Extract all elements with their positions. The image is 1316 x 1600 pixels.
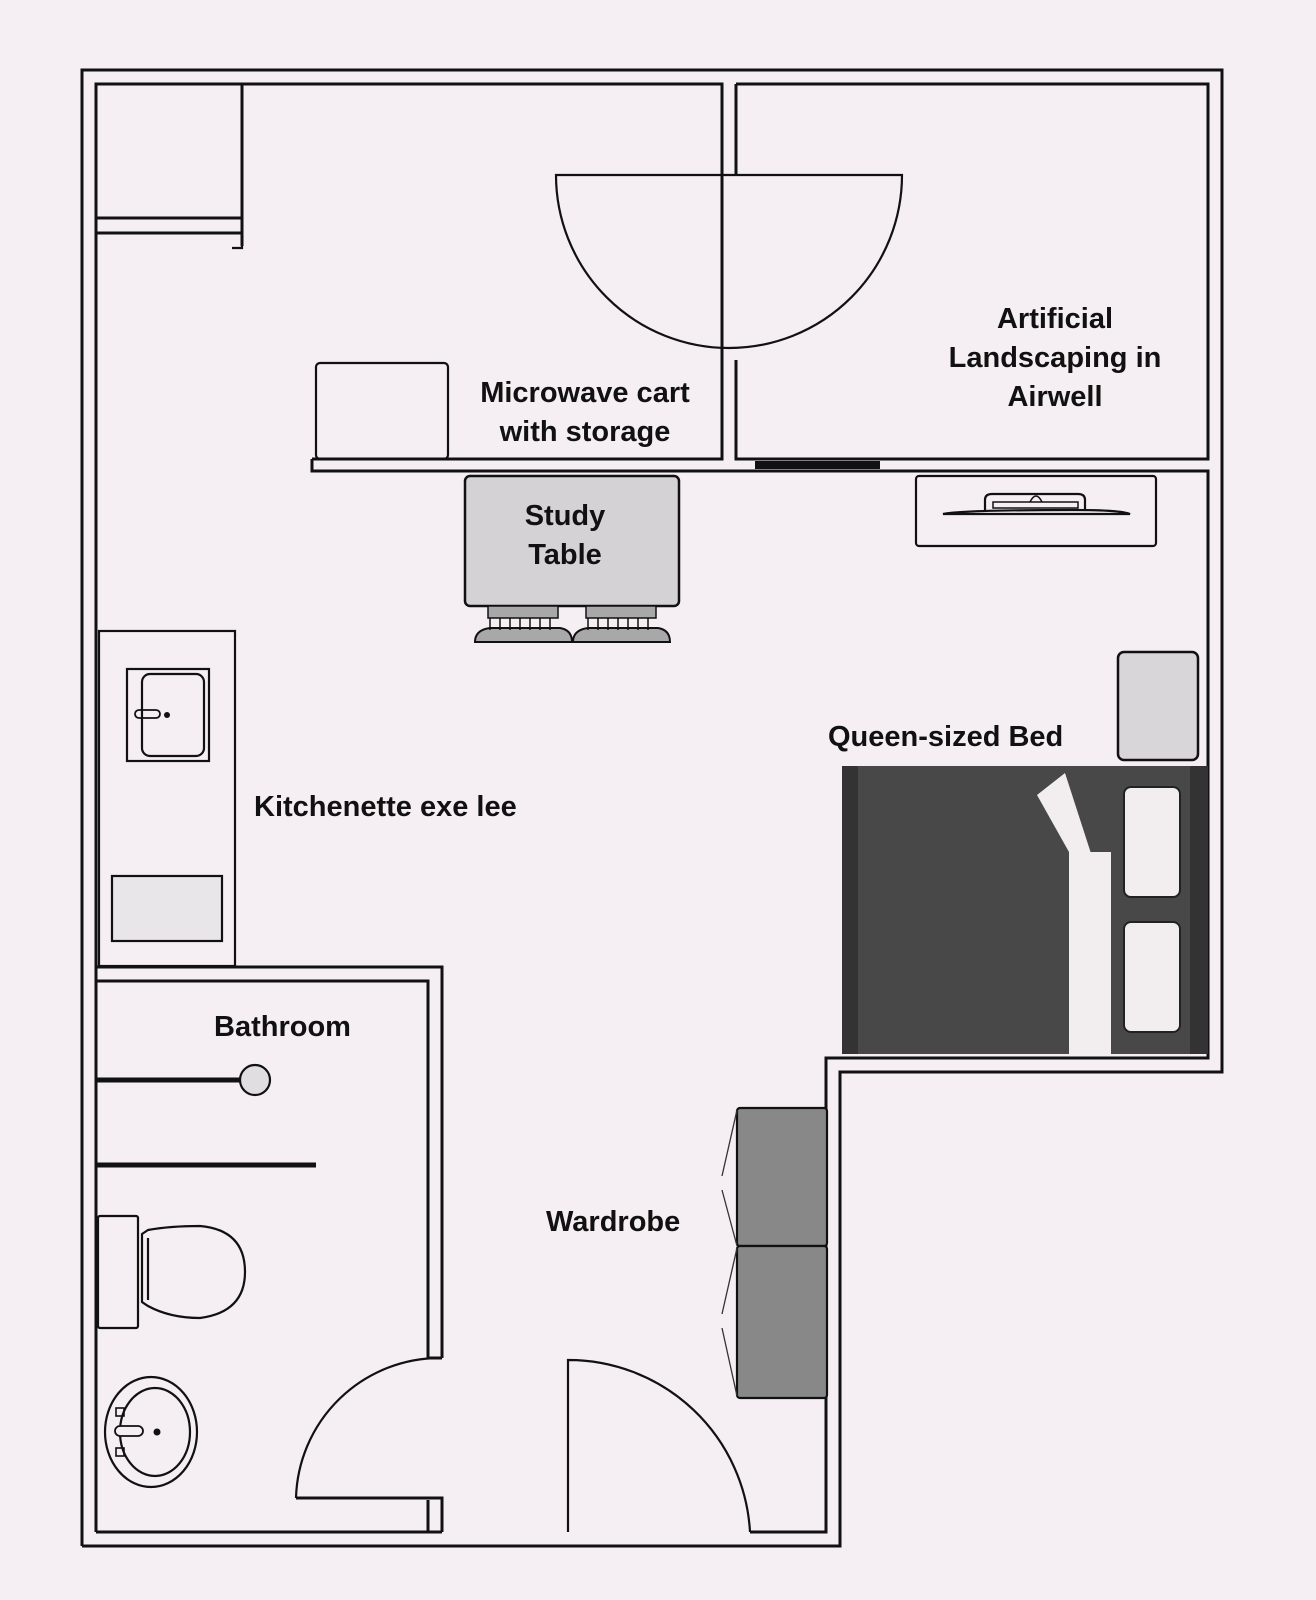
stool-icon bbox=[571, 605, 672, 643]
stove-icon bbox=[110, 874, 224, 943]
bathroom-walls bbox=[82, 965, 840, 1548]
label-study-table: Study Table bbox=[524, 500, 606, 571]
toilet-icon bbox=[96, 1214, 247, 1330]
air-conditioner-icon bbox=[914, 474, 1158, 548]
label-microwave-cart: Microwave cart with storage bbox=[480, 377, 690, 448]
stool-icon bbox=[473, 605, 574, 643]
microwave-cart-icon bbox=[314, 361, 450, 461]
kitchenette-counter bbox=[97, 629, 237, 968]
nightstand-icon bbox=[1116, 650, 1200, 762]
label-wardrobe: Wardrobe bbox=[546, 1206, 681, 1238]
label-bed: Queen-sized Bed bbox=[828, 721, 1064, 753]
sink-icon bbox=[103, 1375, 199, 1489]
label-bathroom: Bathroom bbox=[214, 1011, 351, 1043]
study-table-icon bbox=[463, 474, 681, 643]
bed-icon bbox=[842, 766, 1208, 1054]
shower-head-icon bbox=[238, 1063, 272, 1097]
label-airwell-landscaping: Artificial Landscaping in Airwell bbox=[948, 303, 1162, 413]
closet bbox=[96, 84, 244, 250]
label-kitchenette: Kitchenette exe lee bbox=[254, 791, 517, 823]
airwell-door-swing-icon bbox=[554, 173, 904, 350]
wardrobe-icon bbox=[721, 1106, 829, 1400]
entry-door-swing-icon bbox=[566, 1358, 752, 1533]
